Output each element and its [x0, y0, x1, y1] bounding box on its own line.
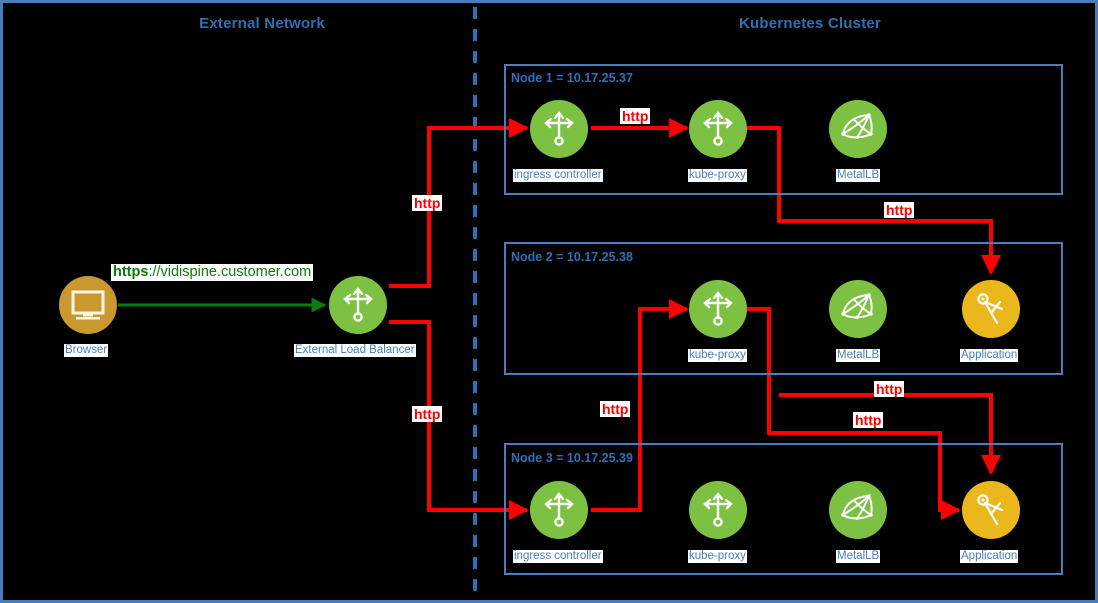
mesh-icon [841, 293, 873, 319]
url-scheme: https [113, 264, 149, 280]
node1-kube-proxy-label: kube-proxy [688, 169, 747, 182]
node-title-node2: Node 2 = 10.17.25.38 [511, 250, 633, 264]
http-label-node2-kubeproxy-to-node3-app: http [853, 412, 884, 428]
node-box-node2 [504, 242, 1063, 375]
mesh-icon [841, 113, 873, 139]
browser-icon[interactable] [59, 276, 117, 334]
load-balancer-icon [544, 111, 574, 146]
url-label: https://vidispine.customer.com [111, 264, 314, 281]
node3-application-icon[interactable] [962, 481, 1020, 539]
compass-icon [977, 293, 1004, 325]
load-balancer-icon [703, 291, 733, 326]
node3-application-label: Application [960, 550, 1019, 563]
node3-kube-proxy-icon[interactable] [689, 481, 747, 539]
node1-metallb-icon[interactable] [829, 100, 887, 158]
monitor-icon [71, 290, 105, 320]
compass-icon [977, 494, 1004, 526]
node3-metallb-label: MetalLB [836, 550, 881, 563]
load-balancer-icon [703, 492, 733, 527]
zone-title-external-network: External Network [199, 15, 325, 32]
http-label-node1-to-node2-app: http [884, 202, 915, 218]
node2-application-icon[interactable] [962, 280, 1020, 338]
http-label-node3-ingress-to-node2-kubeproxy: http [600, 401, 631, 417]
external-load-balancer-icon[interactable] [329, 276, 387, 334]
node1-kube-proxy-icon[interactable] [689, 100, 747, 158]
node-title-node3: Node 3 = 10.17.25.39 [511, 451, 633, 465]
node2-metallb-label: MetalLB [836, 349, 881, 362]
node3-ingress-controller-label: ingress controller [513, 550, 603, 563]
node2-kube-proxy-label: kube-proxy [688, 349, 747, 362]
http-label-lb-to-node3: http [412, 406, 443, 422]
node2-application-label: Application [960, 349, 1019, 362]
browser-label: Browser [64, 344, 109, 357]
node3-kube-proxy-label: kube-proxy [688, 550, 747, 563]
node-box-node3 [504, 443, 1063, 575]
load-balancer-icon [703, 111, 733, 146]
external-load-balancer-label: External Load Balancer [294, 344, 416, 357]
node1-ingress-controller-icon[interactable] [530, 100, 588, 158]
http-label-trunk-right-upper: http [874, 381, 905, 397]
node3-metallb-icon[interactable] [829, 481, 887, 539]
node-title-node1: Node 1 = 10.17.25.37 [511, 71, 633, 85]
node-box-node1 [504, 64, 1063, 195]
http-label-lb-to-node1: http [412, 195, 443, 211]
node1-metallb-label: MetalLB [836, 169, 881, 182]
load-balancer-icon [544, 492, 574, 527]
node2-metallb-icon[interactable] [829, 280, 887, 338]
load-balancer-icon [343, 287, 373, 322]
http-label-node1-ingress-to-kubeproxy: http [620, 108, 651, 124]
node2-kube-proxy-icon[interactable] [689, 280, 747, 338]
zone-title-kubernetes-cluster: Kubernetes Cluster [739, 15, 881, 32]
node1-ingress-controller-label: ingress controller [513, 169, 603, 182]
mesh-icon [841, 494, 873, 520]
node3-ingress-controller-icon[interactable] [530, 481, 588, 539]
url-rest: ://vidispine.customer.com [148, 264, 312, 280]
